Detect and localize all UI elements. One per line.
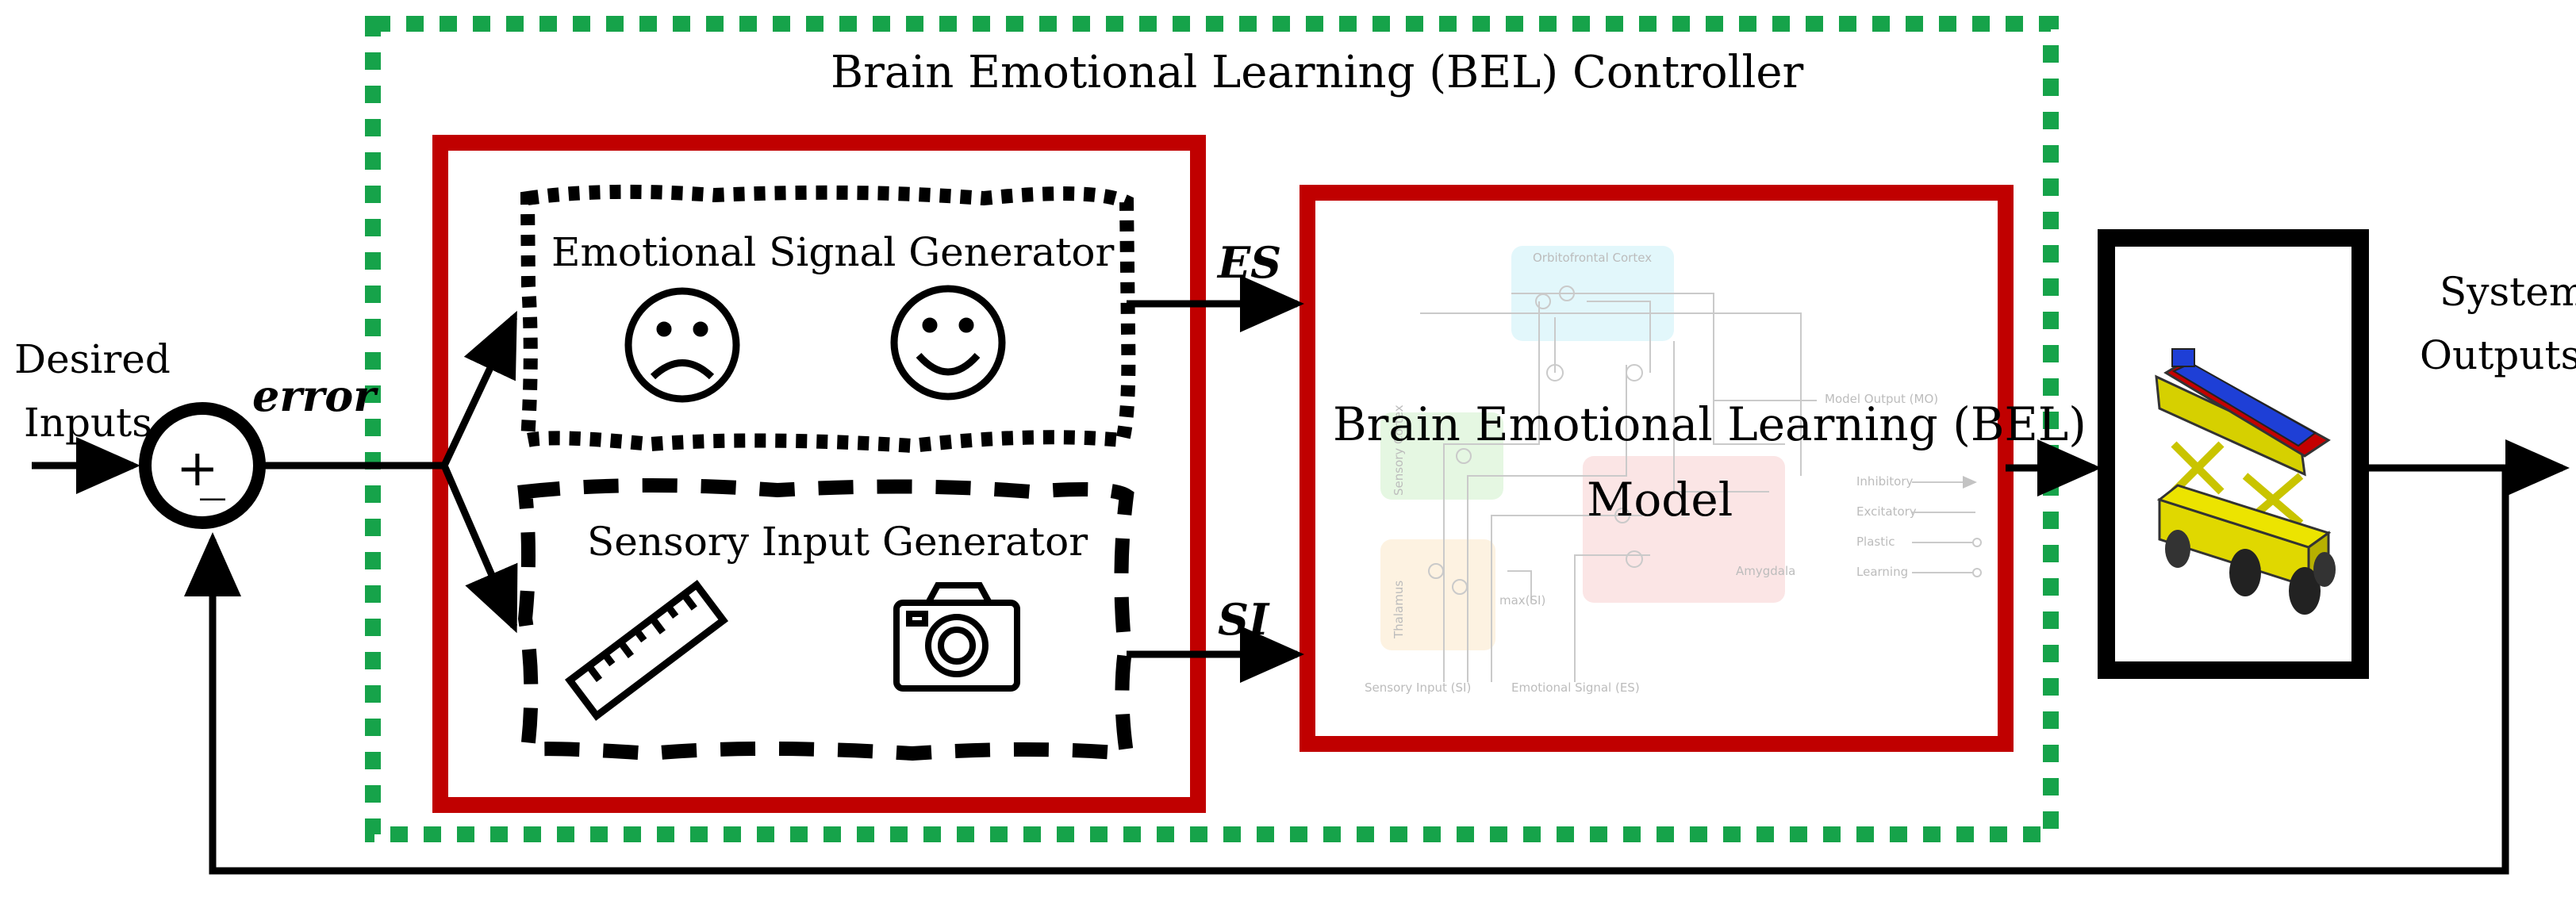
ruler-icon: [564, 580, 729, 721]
legend-plastic: Plastic: [1856, 535, 1895, 549]
thalamus-region: [1380, 539, 1495, 650]
legend-learning: Learning: [1856, 565, 1908, 579]
generators-box: [432, 135, 1206, 813]
model-output-label: Model Output (MO): [1825, 392, 1938, 406]
sum-plus: +: [176, 439, 219, 498]
emotional-signal-label: Emotional Signal (ES): [1511, 680, 1640, 695]
orbitofrontal-label: Orbitofrontal Cortex: [1533, 251, 1652, 265]
legend-inhibitory: Inhibitory: [1856, 474, 1914, 489]
max-si-label: max(SI): [1499, 593, 1545, 608]
amygdala-label: Amygdala: [1736, 564, 1795, 578]
schematic-wiring: [1420, 286, 1817, 682]
camera-icon: [893, 582, 1020, 692]
system-outputs-line1: System: [2440, 269, 2576, 315]
sensory-input-label: Sensory Input (SI): [1365, 680, 1471, 695]
desired-inputs-line1: Desired: [14, 336, 171, 382]
schematic-legend: Inhibitory Excitatory Plastic Learning: [1856, 474, 1982, 579]
sensory-cortex-label: Sensory Cortex: [1392, 404, 1406, 496]
feedback-path: [184, 468, 2509, 875]
controller-title: Brain Emotional Learning (BEL) Controlle…: [831, 47, 1804, 98]
sum-minus: _: [200, 443, 225, 501]
happy-face-icon: [890, 285, 1006, 401]
amygdala-region: [1583, 456, 1785, 603]
legend-excitatory: Excitatory: [1856, 504, 1917, 519]
thalamus-label: Thalamus: [1392, 581, 1406, 639]
bel-model-schematic: Orbitofrontal Cortex Sensory Cortex Thal…: [1365, 246, 1982, 695]
sensory-cortex-region: [1380, 412, 1503, 500]
sensory-input-generator-label: Sensory Input Generator: [587, 519, 1088, 565]
robot-platform-icon: [2155, 348, 2336, 615]
system-outputs-line2: Outputs: [2420, 332, 2576, 378]
emotional-signal-generator-label: Emotional Signal Generator: [551, 229, 1114, 275]
sad-face-icon: [624, 287, 740, 403]
sensory-input-generator-box: [517, 477, 1135, 761]
emotional-signal-generator-box: [520, 184, 1136, 454]
error-label: error: [252, 370, 378, 421]
model-title-line2: Model: [1587, 473, 1733, 527]
es-label: ES: [1216, 237, 1281, 288]
fork-down-arrow: [440, 464, 518, 634]
model-title-line1: Brain Emotional Learning (BEL): [1333, 397, 2087, 451]
si-label: SI: [1218, 594, 1270, 645]
controller-boundary: [365, 16, 2059, 842]
plant-box: [2098, 229, 2369, 679]
desired-inputs-line2: Inputs: [24, 400, 152, 446]
fork-up-arrow: [440, 310, 518, 467]
